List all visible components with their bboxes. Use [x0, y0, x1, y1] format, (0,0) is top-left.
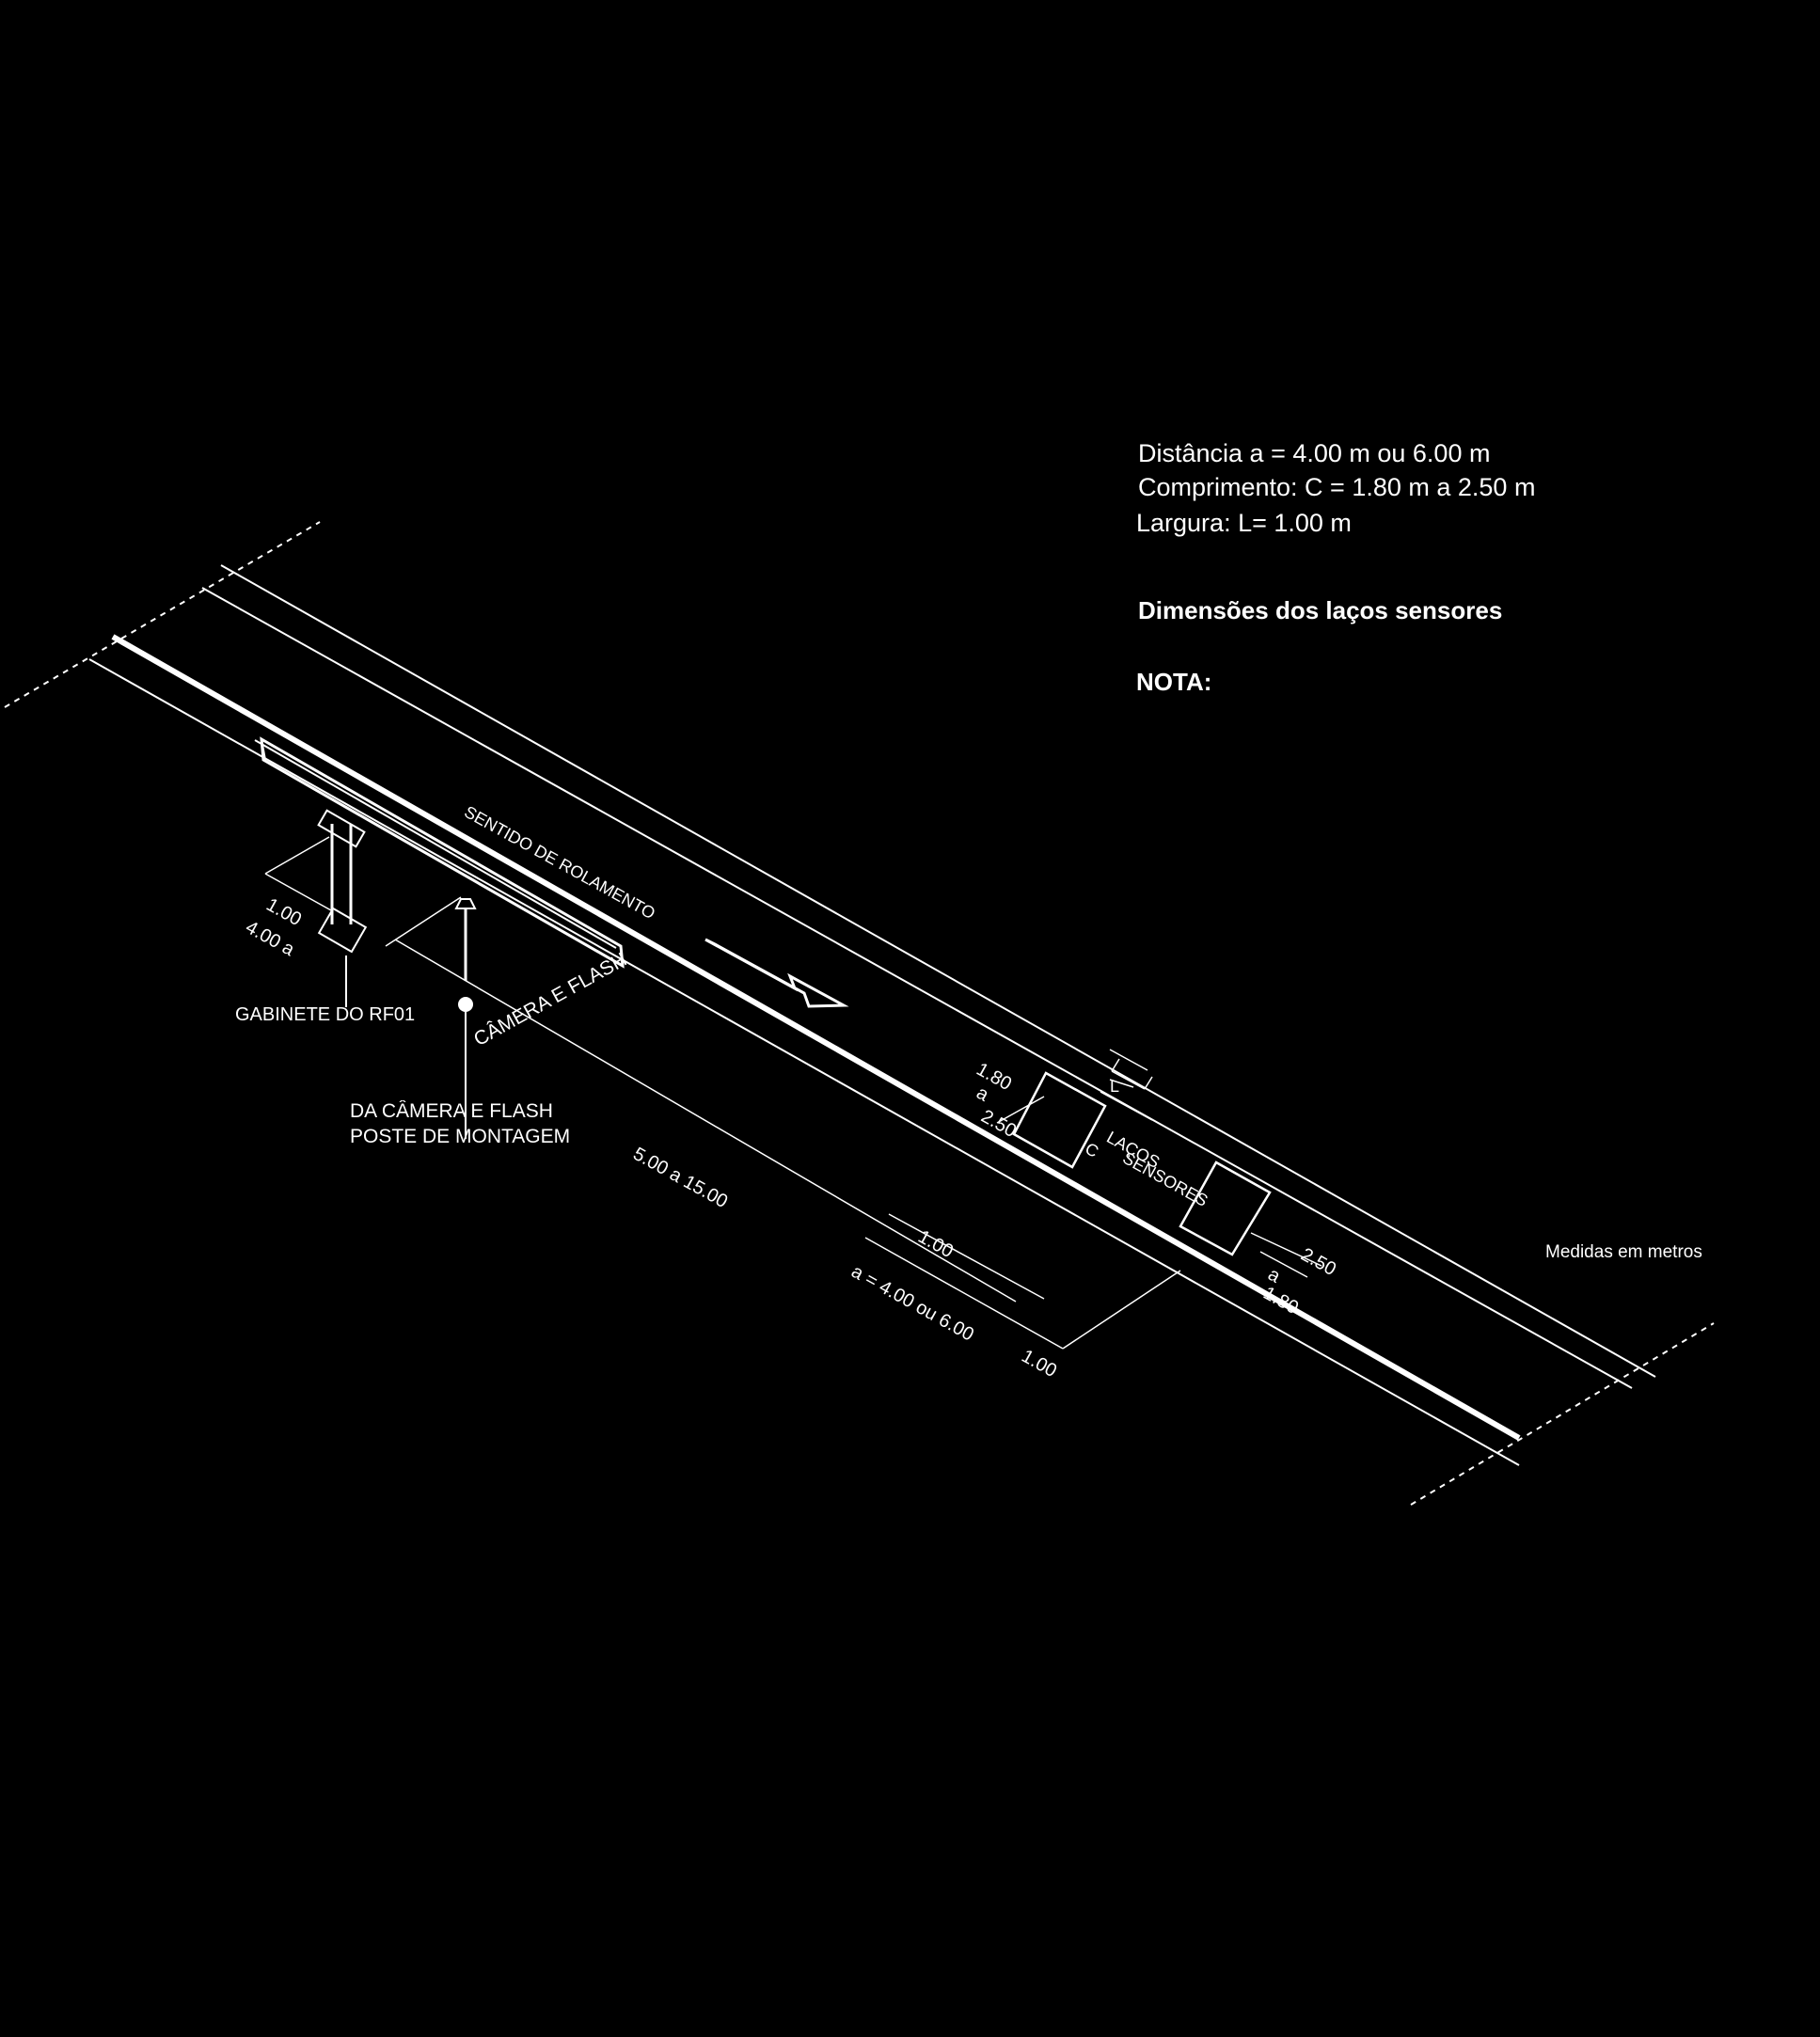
units-label-overlay: Medidas em metros — [1545, 1242, 1702, 1262]
sensor-loop-1 — [996, 1049, 1153, 1169]
loop-spacing-dimension — [864, 1213, 1181, 1350]
road-line-3 — [201, 587, 1633, 1389]
cut-line-bottom — [1410, 1322, 1715, 1506]
sensor-loop-2 — [1179, 1161, 1322, 1278]
note-line-3-overlay: Distância a = 4.00 m ou 6.00 m — [1138, 439, 1491, 467]
pole-label-2-overlay: DA CÂMERA E FLASH — [350, 1100, 553, 1122]
road-line-1 — [88, 658, 1520, 1466]
road-line-2 — [111, 634, 1521, 1441]
cabinet-offset-dimension — [264, 836, 332, 911]
road-line-4 — [220, 564, 1656, 1378]
note-subtitle-overlay: Dimensões dos laços sensores — [1138, 596, 1503, 624]
loop-width-label: L — [1110, 1077, 1120, 1096]
cabinet-label-overlay: GABINETE DO RF01 — [235, 1004, 416, 1025]
cabinet-pole — [317, 809, 368, 954]
camera-distance-dimension — [385, 896, 1017, 1303]
direction-arrow — [704, 938, 849, 1008]
overhead-beam — [254, 736, 625, 969]
loop-width-dimension — [1111, 1058, 1153, 1090]
note-title-overlay: NOTA: — [1136, 668, 1212, 696]
note-line-2-overlay: Comprimento: C = 1.80 m a 2.50 m — [1138, 473, 1536, 501]
pole-label-1-overlay: POSTE DE MONTAGEM — [350, 1126, 571, 1147]
camera-pole — [454, 898, 477, 1139]
note-line-1-overlay: Largura: L= 1.00 m — [1136, 509, 1352, 537]
cut-line-top — [4, 521, 321, 708]
